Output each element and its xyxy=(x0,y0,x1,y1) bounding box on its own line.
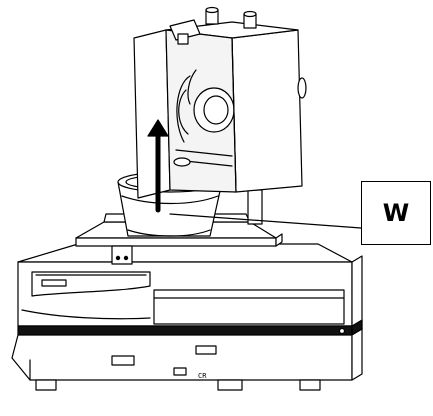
lift-arrow xyxy=(147,119,169,213)
callout-label: W xyxy=(382,199,410,227)
front-panel-marking: CR xyxy=(198,372,207,380)
base-unit: CR xyxy=(11,243,363,391)
support-column xyxy=(247,189,263,225)
callout-box: W xyxy=(361,181,431,245)
callout-leader-line xyxy=(169,213,362,229)
mill-head-housing xyxy=(133,6,307,199)
